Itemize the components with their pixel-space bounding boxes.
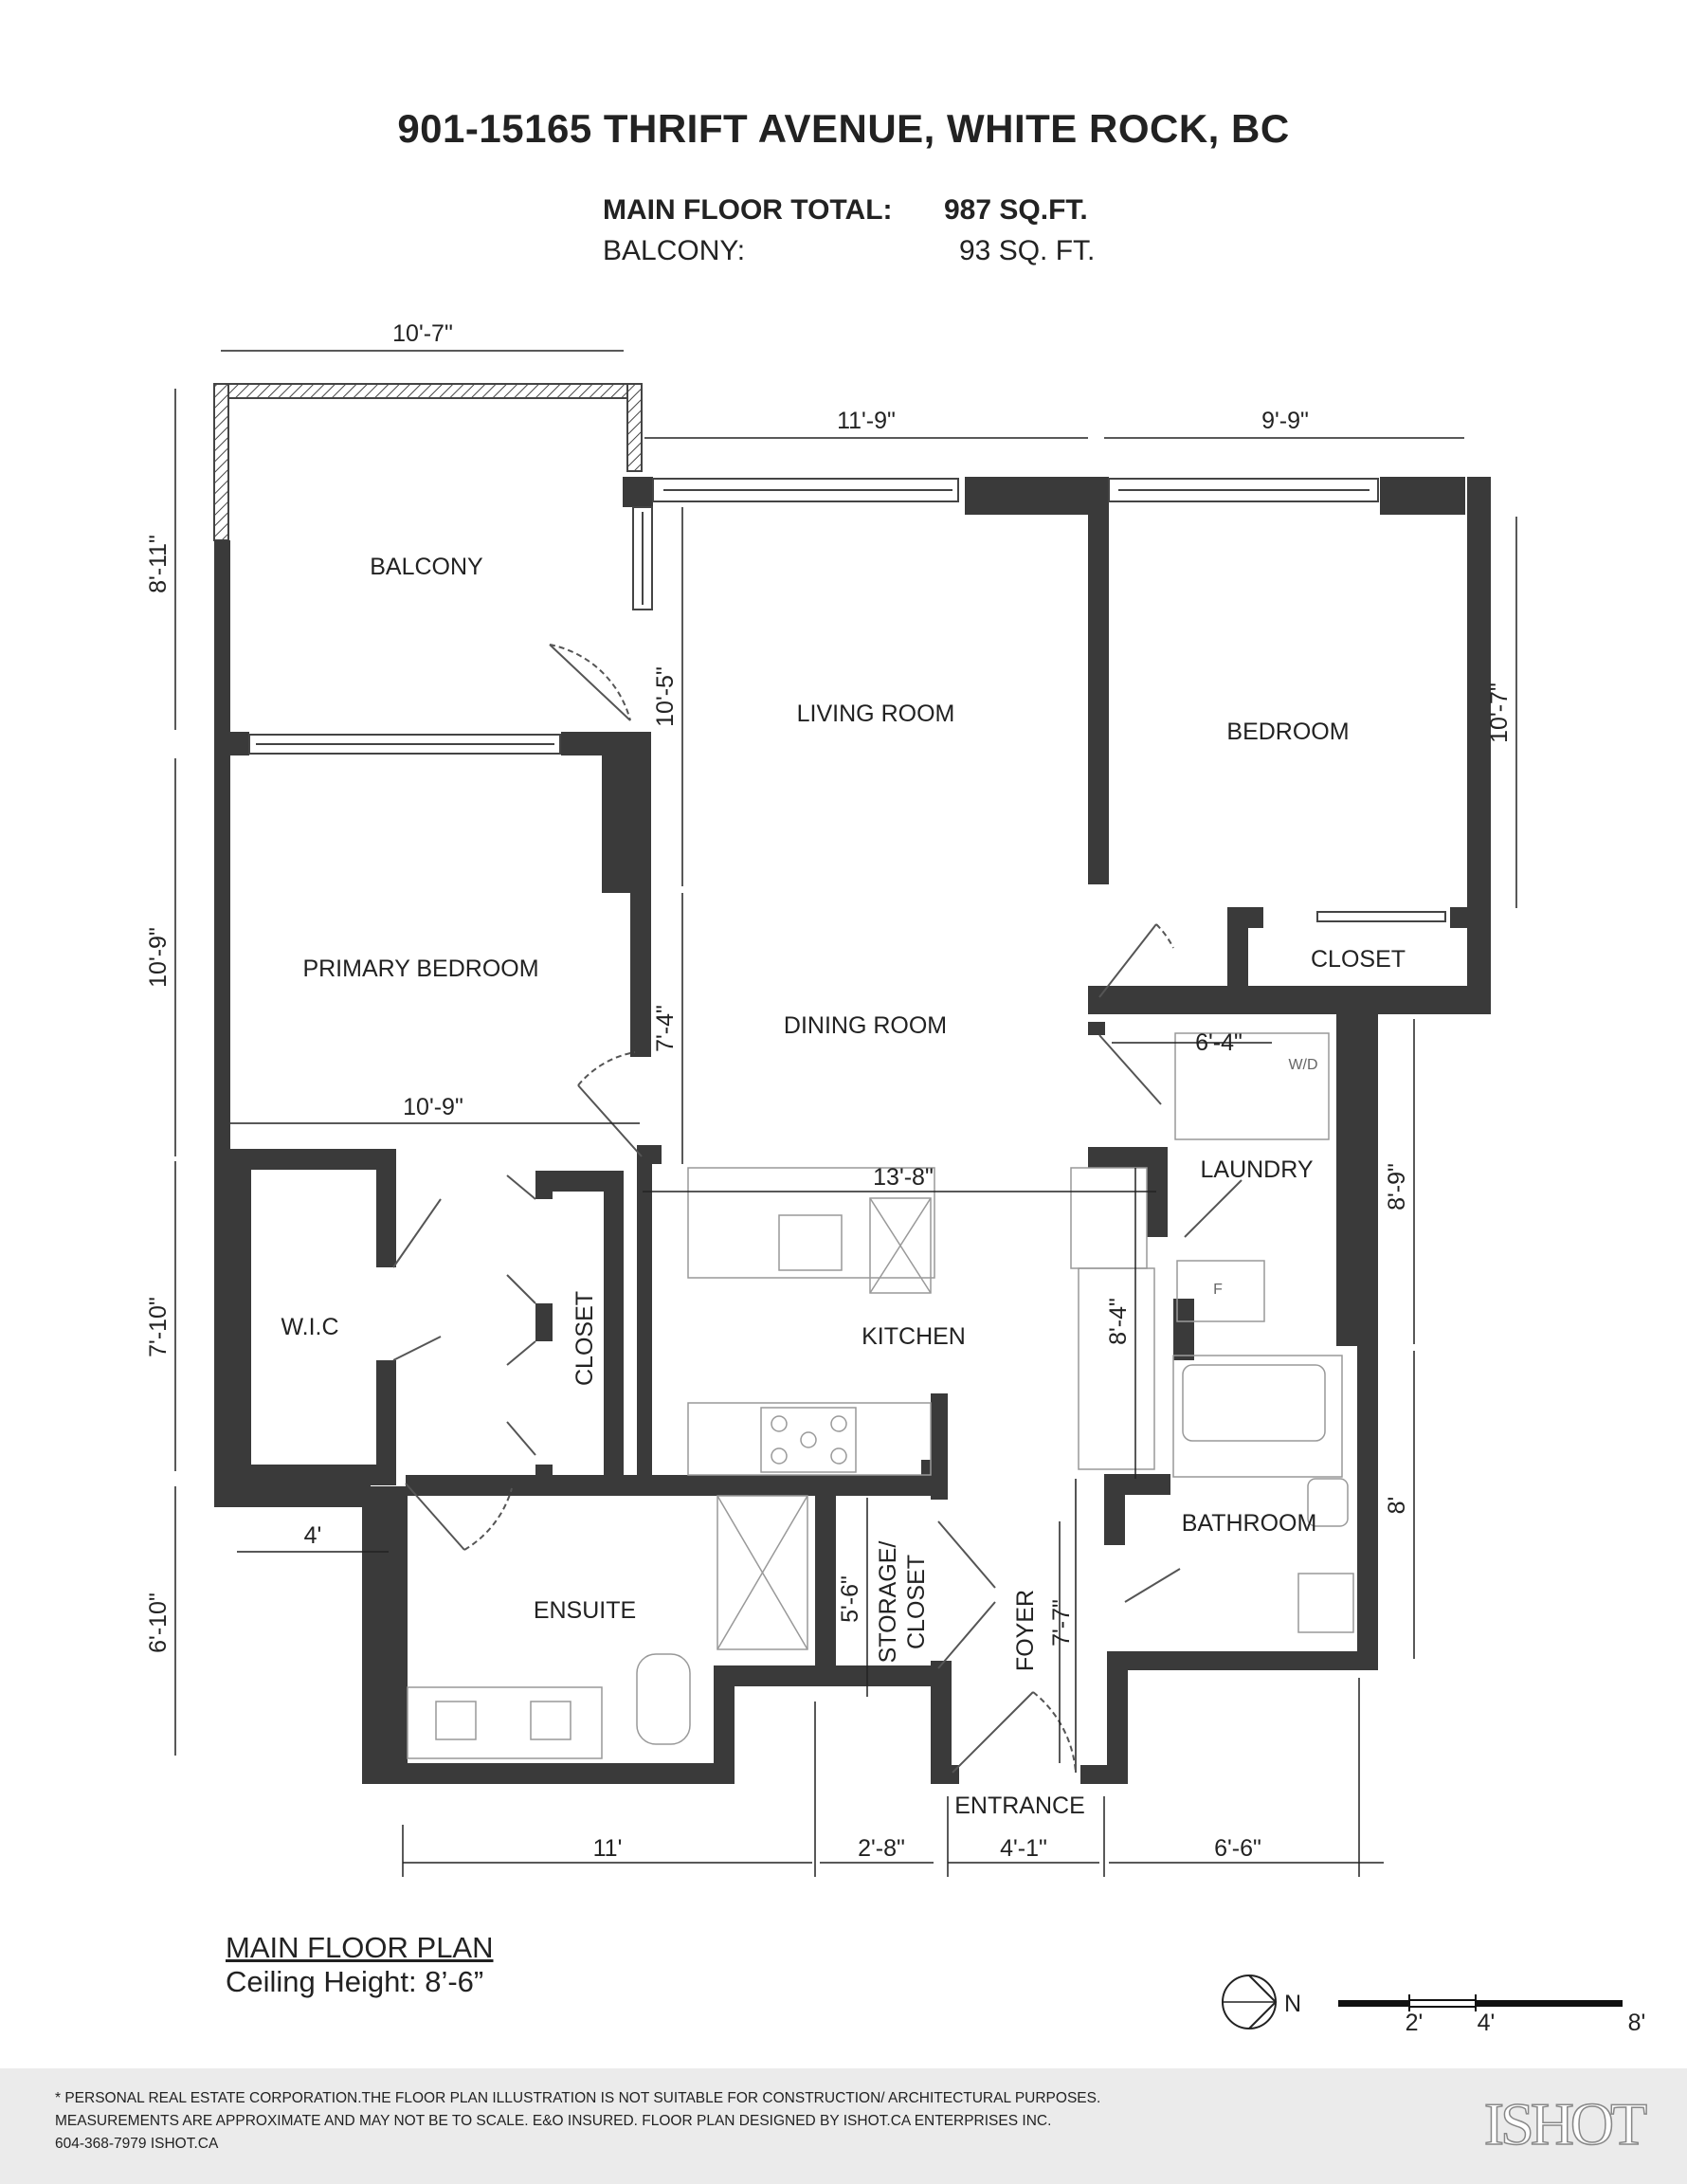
dim-balcony-depth: 8'-11" (145, 535, 172, 593)
dim-dining-depth: 7'-4" (652, 1005, 679, 1052)
dim-bathroom-width: 6'-6" (1214, 1835, 1261, 1862)
room-entrance: ENTRANCE (954, 1793, 1085, 1819)
main-floor-total-label: MAIN FLOOR TOTAL: (603, 194, 893, 226)
room-storage-line2: CLOSET (903, 1555, 930, 1649)
kitchen-fixtures (407, 1032, 1354, 1759)
walls (214, 477, 1491, 1784)
dim-foyer-width: 4'-1" (1000, 1835, 1047, 1862)
dim-kitchen-depth: 8'-4" (1105, 1298, 1132, 1345)
compass-north-label: N (1284, 1991, 1301, 2017)
ishot-logo-text: ISHOT (1484, 2090, 1647, 2157)
dim-storage-depth: 5'-6" (837, 1575, 863, 1623)
dim-primary-width: 10'-9" (403, 1094, 463, 1120)
scale-label-4: 4' (1478, 2010, 1496, 2036)
dim-wic-offset: 4' (304, 1522, 322, 1549)
scale-label-8: 8' (1628, 2010, 1646, 2036)
dim-ensuite-depth: 6'-10" (145, 1592, 172, 1653)
dim-living-depth: 10'-5" (652, 666, 679, 727)
balcony-area-label: BALCONY: (603, 235, 746, 266)
room-dining: DINING ROOM (784, 1012, 947, 1039)
scale-label-2: 2' (1406, 2010, 1424, 2036)
dim-foyer-depth: 7'-7" (1048, 1599, 1075, 1647)
footer-line-3: 604-368-7979 ISHOT.CA (55, 2136, 219, 2152)
main-floor-total-value: 987 SQ.FT. (944, 194, 1088, 226)
room-bedroom-closet: CLOSET (1311, 946, 1406, 973)
dim-laundry-width: 6'-4" (1195, 1029, 1243, 1056)
dim-ensuite-width: 11' (593, 1835, 623, 1862)
compass-icon (1222, 1975, 1278, 2029)
fridge-label: F (1213, 1282, 1223, 1298)
dim-storage-width: 2'-8" (858, 1835, 905, 1862)
ishot-logo: ISHOT (1483, 2089, 1652, 2158)
windows (248, 478, 1446, 922)
balcony-railing (213, 383, 643, 541)
room-storage-line1: STORAGE/ (875, 1541, 901, 1664)
room-laundry: LAUNDRY (1200, 1156, 1313, 1183)
property-address: 901-15165 THRIFT AVENUE, WHITE ROCK, BC (397, 106, 1290, 151)
room-balcony: BALCONY (370, 554, 483, 580)
dim-bedroom-depth: 10'-7" (1486, 682, 1513, 743)
dim-wic-depth: 7'-10" (145, 1297, 172, 1357)
room-bedroom: BEDROOM (1226, 719, 1349, 745)
room-primary-closet: CLOSET (571, 1291, 598, 1386)
dim-bathroom-depth: 8' (1384, 1497, 1410, 1515)
dim-bedroom-width: 9'-9" (1261, 408, 1309, 434)
footer: * PERSONAL REAL ESTATE CORPORATION.THE F… (0, 2068, 1687, 2184)
room-kitchen: KITCHEN (862, 1323, 966, 1350)
room-primary-bedroom: PRIMARY BEDROOM (302, 956, 538, 982)
washer-dryer-label: W/D (1288, 1057, 1317, 1073)
ceiling-height: Ceiling Height: 8’-6” (226, 1965, 484, 1998)
scale-bar (1338, 1994, 1623, 2011)
room-living: LIVING ROOM (797, 701, 955, 727)
dim-balcony-width: 10'-7" (392, 320, 453, 347)
plan-title-block: MAIN FLOOR PLAN Ceiling Height: 8’-6” (226, 1931, 494, 1999)
dim-living-width: 11'-9" (837, 408, 896, 434)
footer-line-1: * PERSONAL REAL ESTATE CORPORATION.THE F… (55, 2090, 1101, 2106)
dim-laundry-depth: 8'-9" (1384, 1163, 1410, 1210)
footer-line-2: MEASUREMENTS ARE APPROXIMATE AND MAY NOT… (55, 2113, 1052, 2129)
dim-primary-depth: 10'-9" (145, 927, 172, 988)
room-bathroom: BATHROOM (1182, 1510, 1317, 1537)
footer-disclaimer: * PERSONAL REAL ESTATE CORPORATION.THE F… (55, 2087, 1100, 2156)
plan-title: MAIN FLOOR PLAN (226, 1931, 494, 1964)
room-foyer: FOYER (1012, 1590, 1039, 1671)
balcony-area-value: 93 SQ. FT. (959, 235, 1096, 266)
room-ensuite: ENSUITE (534, 1597, 636, 1624)
dimension-lines (174, 350, 1517, 1877)
floor-plan: BALCONY LIVING ROOM BEDROOM CLOSET PRIMA… (145, 320, 1646, 2036)
dim-kitchen-width: 13'-8" (873, 1164, 934, 1191)
room-wic: W.I.C (281, 1314, 338, 1340)
doors (392, 644, 1243, 1774)
